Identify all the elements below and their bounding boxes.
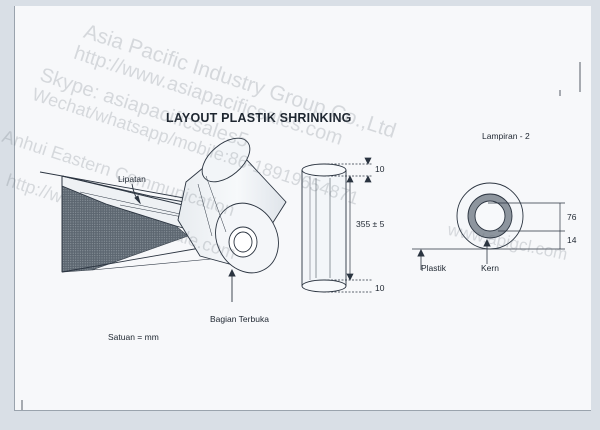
vertical-roll	[301, 163, 347, 293]
film-roll-3d	[177, 137, 287, 302]
plastic-label: Plastik	[421, 263, 447, 273]
dimension-core-outer: 76	[567, 212, 577, 222]
page-title: LAYOUT PLASTIK SHRINKING	[166, 111, 352, 125]
units-note: Satuan = mm	[108, 332, 159, 342]
core-label: Kern	[481, 263, 499, 273]
open-side-label: Bagian Terbuka	[210, 314, 269, 324]
fold-label: Lipatan	[118, 174, 146, 184]
dimension-wall: 14	[567, 235, 577, 245]
dimension-length: 355 ± 5	[356, 219, 385, 229]
scan-edge-marks	[21, 62, 581, 410]
dimension-top-margin: 10	[375, 164, 385, 174]
attachment-label: Lampiran - 2	[482, 131, 530, 141]
length-dimension-lines	[324, 157, 372, 293]
roll-cross-section	[412, 182, 565, 270]
dimension-bottom-margin: 10	[375, 283, 385, 293]
